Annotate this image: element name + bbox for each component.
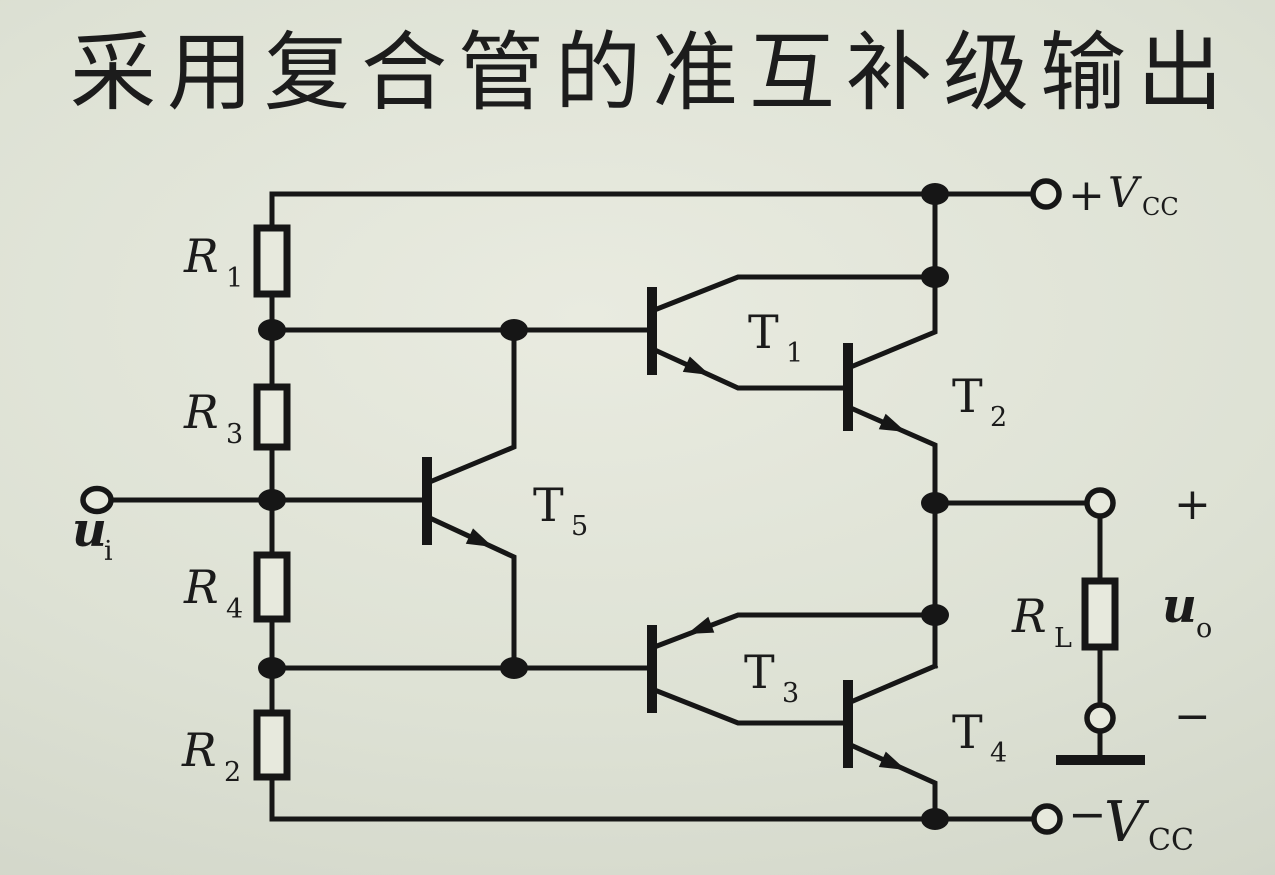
r2-label: R xyxy=(181,723,217,777)
junction-dot xyxy=(921,492,949,514)
junction-dot xyxy=(258,489,286,511)
t2-label-sub: 2 xyxy=(990,402,1007,433)
t1-base-bar xyxy=(647,287,657,375)
vcc-positive-sign: + xyxy=(1068,170,1105,221)
r4-label-sub: 4 xyxy=(226,594,243,625)
t3-emitter-arrow-icon xyxy=(687,616,715,634)
r2-label-sub: 2 xyxy=(224,757,241,788)
r2-resistor-body xyxy=(253,709,291,781)
output-label: u xyxy=(1162,578,1197,634)
junction-dot xyxy=(921,266,949,288)
t5-emitter-arrow-icon xyxy=(465,528,493,547)
wire-t1-collector xyxy=(653,274,938,313)
t5-base-bar xyxy=(422,457,432,545)
slide-title: 采用复合管的准互补级输出 xyxy=(70,25,1234,121)
junction-dot xyxy=(500,319,528,341)
wire-t2-collector xyxy=(849,191,938,370)
t3-base-bar xyxy=(647,625,657,713)
wire-t3-collector xyxy=(653,687,846,726)
wire-t1-emitter xyxy=(653,347,846,391)
rl-resistor-body xyxy=(1081,577,1119,651)
t4-label: T xyxy=(952,705,983,759)
t1-label: T xyxy=(748,305,779,359)
t4-label-sub: 4 xyxy=(990,738,1007,769)
t1-emitter-arrow-icon xyxy=(682,356,710,375)
junction-dot xyxy=(500,657,528,679)
junction-dot xyxy=(921,604,949,626)
r1-resistor-body xyxy=(253,224,291,298)
output-plus-sign: + xyxy=(1174,479,1211,530)
labels: R 1 R 3 R 4 R 2 R L T 1 T 2 T 3 T 4 T 5 … xyxy=(72,168,1212,858)
r3-label-sub: 3 xyxy=(226,419,243,450)
vcc-negative-terminal xyxy=(1031,803,1063,835)
ground-icon xyxy=(1056,755,1145,765)
output-minus-terminal xyxy=(1084,702,1116,734)
output-label-sub: o xyxy=(1196,613,1212,644)
output-minus-sign: − xyxy=(1174,691,1211,742)
t4-base-bar xyxy=(843,680,853,768)
junction-dots xyxy=(258,183,949,830)
vcc-positive-label-sub: CC xyxy=(1142,193,1179,221)
r4-label: R xyxy=(183,560,219,614)
r3-resistor-body xyxy=(253,383,291,451)
rl-label-sub: L xyxy=(1054,623,1072,654)
r4-resistor-body xyxy=(253,551,291,623)
vcc-positive-terminal xyxy=(1030,178,1062,210)
junction-dot xyxy=(921,808,949,830)
input-label: u xyxy=(72,502,107,558)
vcc-negative-sign: − xyxy=(1068,787,1107,841)
junction-dot xyxy=(921,183,949,205)
output-plus-terminal xyxy=(1084,487,1116,519)
t2-label: T xyxy=(952,369,983,423)
rl-label: R xyxy=(1011,589,1047,643)
wire-t3-emitter xyxy=(653,612,938,650)
input-terminal xyxy=(80,485,114,515)
t2-emitter-arrow-icon xyxy=(878,413,906,432)
wire-t5-emitter xyxy=(428,515,517,671)
t3-label: T xyxy=(744,645,775,699)
r1-label: R xyxy=(183,229,219,283)
wire-t5-collector xyxy=(428,327,517,485)
vcc-positive-label: V xyxy=(1108,168,1142,217)
junction-dot xyxy=(258,319,286,341)
transistor-bars xyxy=(422,287,853,768)
r1-label-sub: 1 xyxy=(226,263,243,294)
junction-dot xyxy=(258,657,286,679)
r3-label: R xyxy=(183,385,219,439)
wire-t2-emitter xyxy=(849,405,938,506)
wire-t4-collector xyxy=(849,662,939,705)
wires xyxy=(108,191,1103,822)
input-label-sub: i xyxy=(104,536,113,567)
t4-emitter-arrow-icon xyxy=(878,751,906,770)
t1-label-sub: 1 xyxy=(786,338,803,369)
terminals xyxy=(80,178,1145,835)
vcc-negative-label: V xyxy=(1104,790,1150,855)
t3-label-sub: 3 xyxy=(782,678,799,709)
t2-base-bar xyxy=(843,343,853,431)
resistor-boxes xyxy=(253,224,1119,781)
wire-t4-emitter xyxy=(849,742,938,822)
t5-label: T xyxy=(533,478,564,532)
t5-label-sub: 5 xyxy=(571,511,588,542)
emitter-arrows xyxy=(465,356,906,770)
vcc-negative-label-sub: CC xyxy=(1148,823,1194,858)
